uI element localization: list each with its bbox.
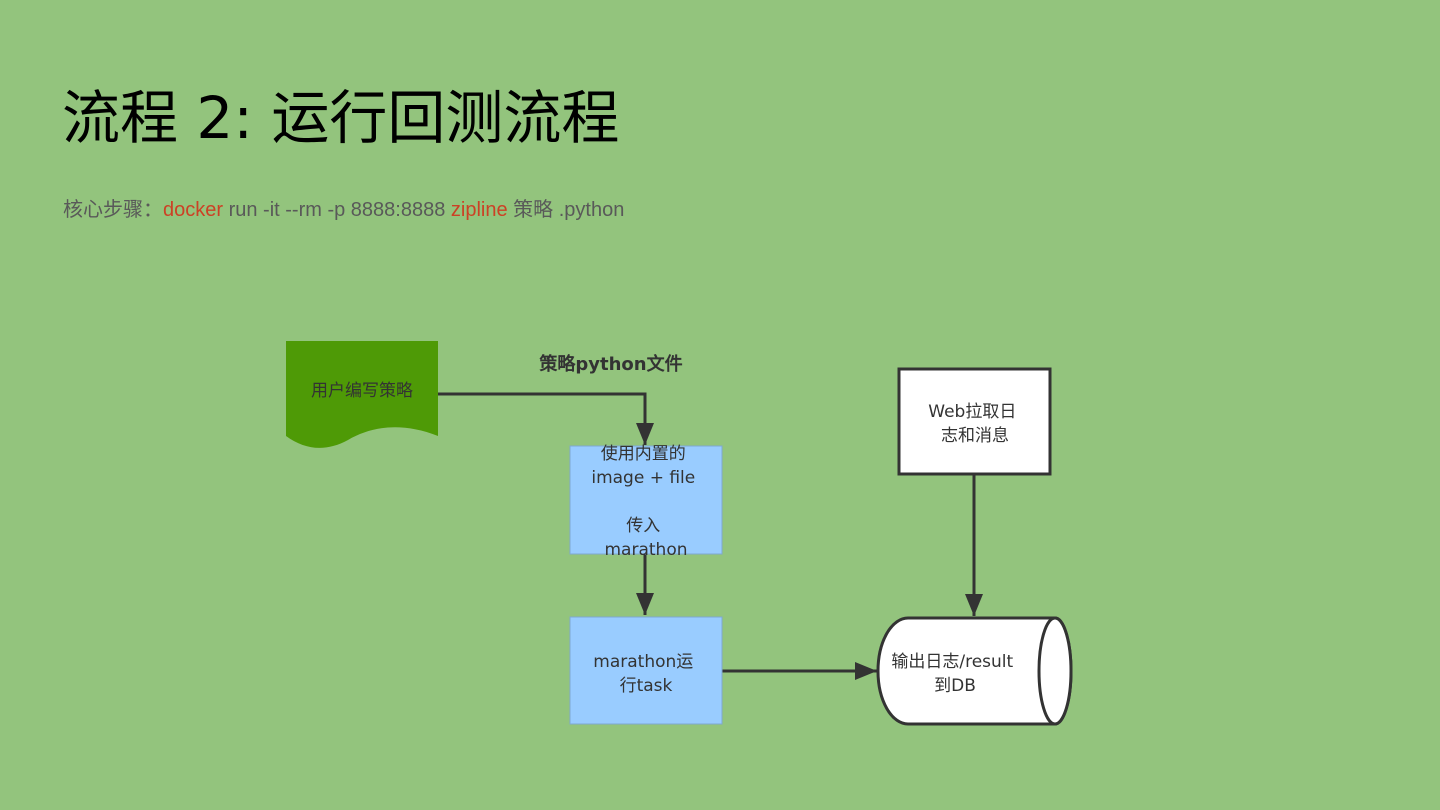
process-box (897, 367, 1052, 476)
node-user-label: 用户编写策略 (311, 381, 413, 401)
slide-subtitle: 核心步骤：docker run -it --rm -p 8888:8888 zi… (63, 193, 624, 222)
node-marathon-task: marathon运 行task (569, 616, 723, 725)
subtitle-prefix: 核心步骤： (63, 199, 163, 221)
node-task-line-1: 行task (620, 676, 673, 696)
slide-title: 流程 2: 运行回测流程 (62, 84, 620, 152)
node-image-line-4: marathon (605, 540, 688, 560)
node-web-line-0: Web拉取日 (928, 402, 1016, 422)
edge-line (438, 392, 654, 445)
node-web-logs: Web拉取日 志和消息 (897, 367, 1052, 476)
node-db-line-1: 到DB (934, 676, 976, 696)
node-image-line-3: 传入 (626, 516, 660, 536)
document-shape (286, 341, 438, 448)
node-db-label: 输出日志/result 到DB (891, 652, 1018, 696)
cylinder-cap (1037, 616, 1073, 726)
node-user-strategy: 用户编写策略 (286, 341, 438, 448)
process-box (569, 445, 723, 555)
edge-user-to-image: 策略python文件 (438, 353, 683, 445)
node-db-line-0: 输出日志/result (891, 652, 1013, 672)
subtitle-cmd-docker: docker (163, 199, 224, 221)
node-web-label: Web拉取日 志和消息 (928, 402, 1021, 446)
process-box (569, 616, 723, 725)
node-image-label: 使用内置的 image + file 传入 marathon (591, 443, 700, 560)
node-task-line-0: marathon运 (593, 652, 693, 672)
node-image-file: 使用内置的 image + file 传入 marathon (569, 443, 723, 560)
edge-label-python-file: 策略python文件 (539, 353, 682, 375)
node-db: 输出日志/result 到DB (876, 616, 1073, 726)
subtitle-suffix: 策略 .python (507, 199, 625, 221)
subtitle-cmd-zipline: zipline (450, 199, 508, 221)
node-user-line-0: 用户编写策略 (311, 381, 413, 401)
node-task-label: marathon运 行task (593, 652, 698, 696)
subtitle-cmd-args: run -it --rm -p 8888:8888 (223, 199, 451, 221)
node-image-line-0: 使用内置的 (601, 443, 686, 464)
node-image-line-1: image + file (591, 468, 695, 488)
node-web-line-1: 志和消息 (941, 426, 1009, 446)
